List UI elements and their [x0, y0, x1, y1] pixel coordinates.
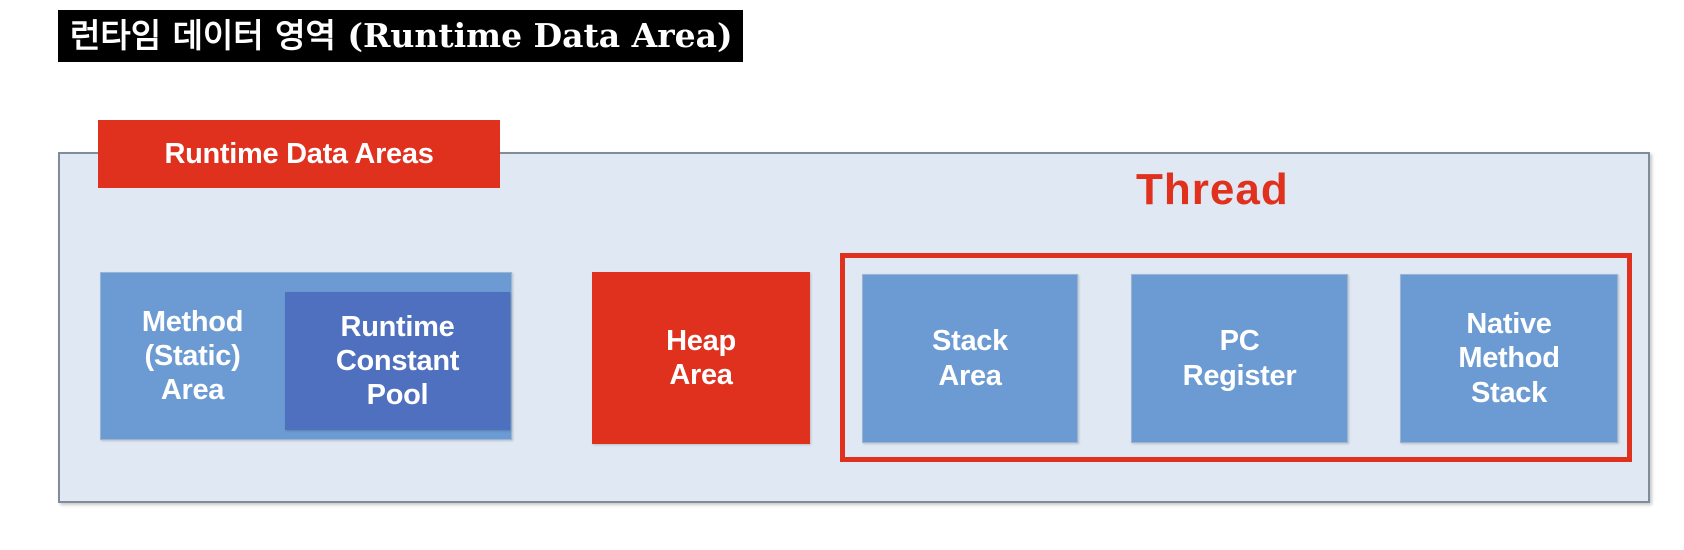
thread-group-border — [840, 253, 1632, 462]
runtime-constant-pool-line-1: Runtime — [340, 310, 455, 343]
pc-register-line-2: Register — [1182, 359, 1297, 392]
heap-area-box: Heap Area — [592, 272, 810, 444]
runtime-constant-pool-line-3: Pool — [366, 379, 429, 412]
stack-area-line-2: Area — [938, 359, 1002, 392]
runtime-constant-pool-box: Runtime Constant Pool — [285, 292, 510, 430]
runtime-constant-pool-line-2: Constant — [335, 344, 460, 377]
native-method-stack-line-3: Stack — [1471, 376, 1547, 409]
heap-area-line-1: Heap — [666, 324, 736, 357]
stack-area-box: Stack Area — [862, 274, 1078, 443]
native-method-stack-box: Native Method Stack — [1400, 274, 1618, 443]
pc-register-box: PC Register — [1131, 274, 1348, 443]
native-method-stack-line-1: Native — [1466, 308, 1552, 341]
page-title: 런타임 데이터 영역 (Runtime Data Area) — [58, 10, 743, 62]
stack-area-line-1: Stack — [932, 325, 1008, 358]
heap-area-line-2: Area — [669, 359, 733, 391]
runtime-data-areas-label: Runtime Data Areas — [98, 120, 500, 188]
native-method-stack-line-2: Method — [1458, 342, 1560, 375]
thread-label: Thread — [1136, 165, 1289, 214]
pc-register-line-1: PC — [1219, 325, 1260, 358]
